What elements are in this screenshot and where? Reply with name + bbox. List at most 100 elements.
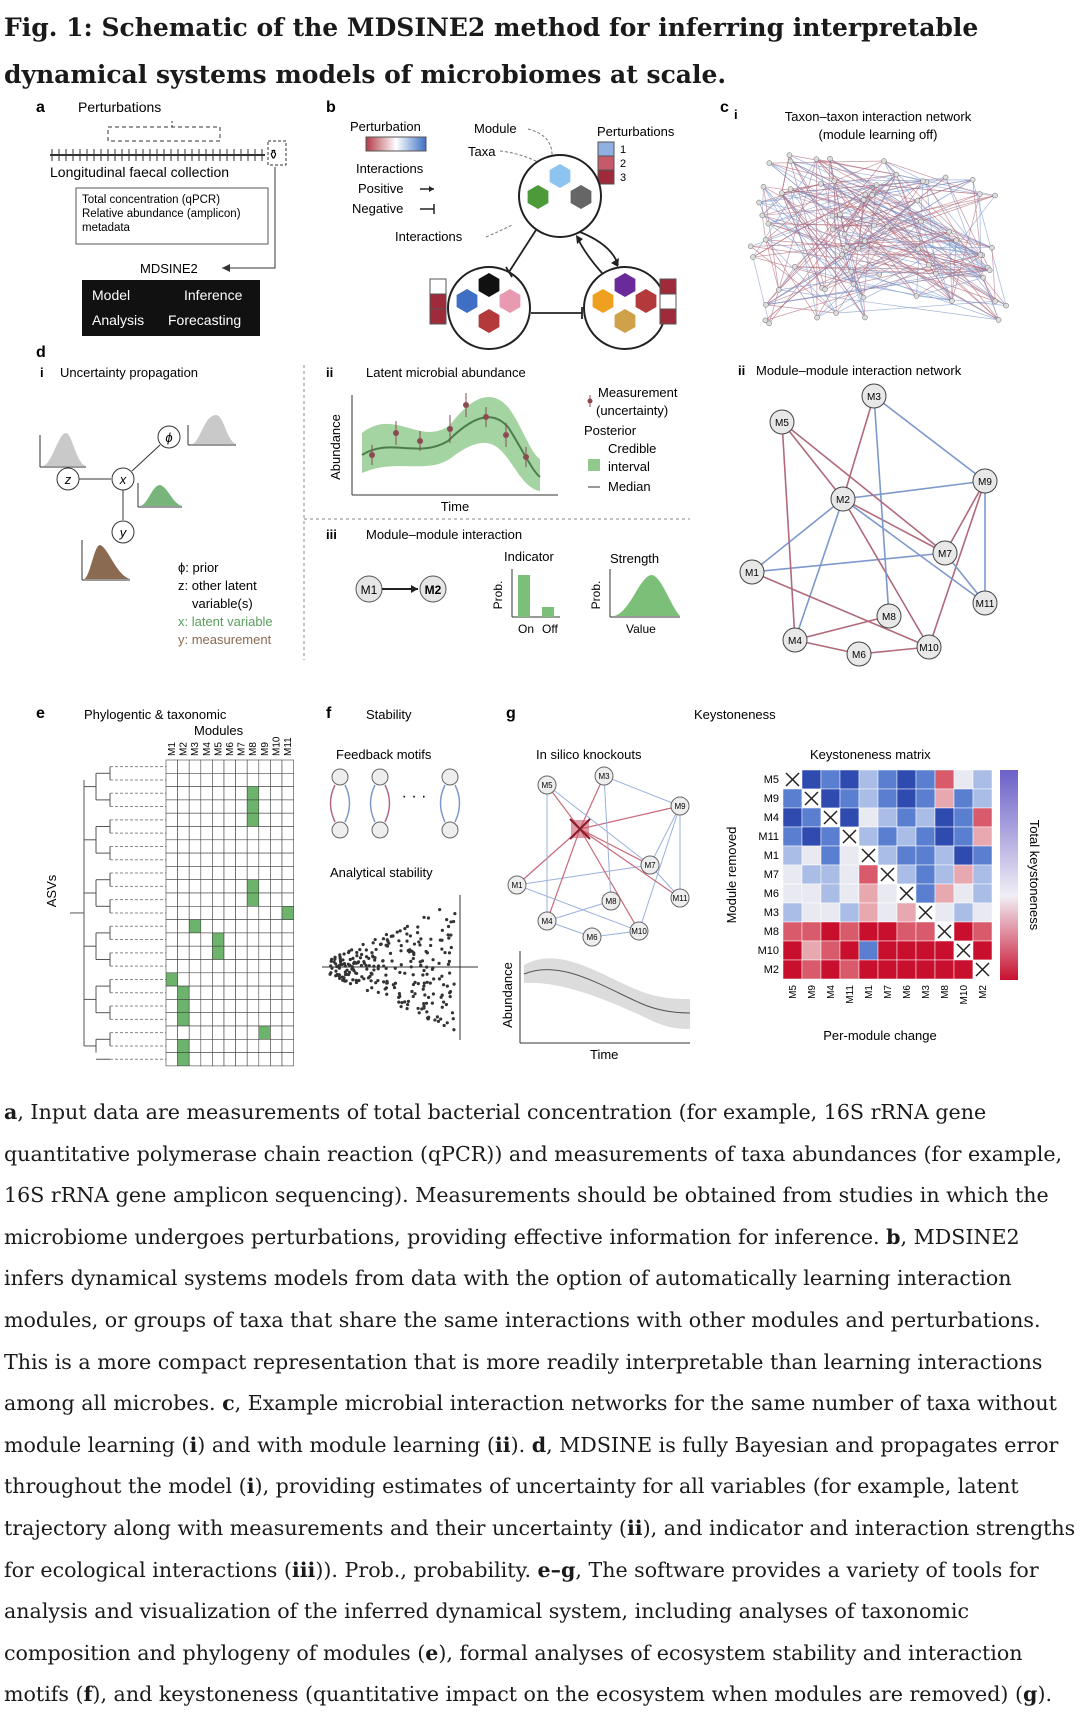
f-eigenvalue-point xyxy=(389,952,392,955)
c-taxon-node xyxy=(920,179,925,184)
e-grid-cell xyxy=(224,946,236,959)
e-grid-cell xyxy=(224,973,236,986)
f-eigenvalue-point xyxy=(447,963,450,966)
d-i-title: Uncertainty propagation xyxy=(60,365,198,380)
g-matrix-cell xyxy=(878,922,897,941)
e-grid-cell xyxy=(166,999,178,1012)
e-grid-cell xyxy=(270,906,282,919)
f-eigenvalue-point xyxy=(357,960,360,963)
g-matrix-cell xyxy=(935,884,954,903)
c-roman-ii: ii xyxy=(738,363,745,378)
e-grid-cell xyxy=(212,920,224,933)
e-grid-cell xyxy=(282,760,294,773)
e-grid-cell xyxy=(282,893,294,906)
g-matrix-cell xyxy=(840,808,859,827)
e-grid-cell xyxy=(201,773,213,786)
e-grid-cell xyxy=(270,1039,282,1052)
d-roman-ii: ii xyxy=(326,365,333,380)
e-grid-cell xyxy=(247,986,259,999)
d-measurement-point xyxy=(523,454,529,460)
e-grid-cell xyxy=(282,973,294,986)
g-matrix-cell xyxy=(916,865,935,884)
f-eigenvalue-point xyxy=(419,960,422,963)
f-eigenvalue-point xyxy=(334,974,337,977)
e-grid-cell xyxy=(189,813,201,826)
e-grid-cell xyxy=(236,893,248,906)
f-eigenvalue-point xyxy=(441,1006,444,1009)
c-taxon-node xyxy=(877,272,882,277)
e-grid-cell xyxy=(212,933,224,946)
g-matrix-cell xyxy=(897,922,916,941)
f-eigenvalue-point xyxy=(425,1002,428,1005)
f-eigenvalue-point xyxy=(407,1000,410,1003)
g-per-module-label: Per-module change xyxy=(823,1028,936,1043)
e-grid-cell xyxy=(270,813,282,826)
e-grid-cell xyxy=(236,1053,248,1066)
e-grid-cell xyxy=(189,906,201,919)
e-grid-cell xyxy=(224,787,236,800)
e-grid-cell xyxy=(236,1013,248,1026)
e-grid-cell xyxy=(236,973,248,986)
d-x-label: x xyxy=(119,472,127,487)
b-edge-top-left xyxy=(509,230,536,272)
g-matrix-cell xyxy=(935,808,954,827)
e-grid-cell xyxy=(282,933,294,946)
g-matrix-cell xyxy=(916,922,935,941)
a-inference-label: Inference xyxy=(184,287,243,303)
f-eigenvalue-point xyxy=(431,966,434,969)
e-grid-cell xyxy=(247,773,259,786)
c-taxon-edge xyxy=(759,203,768,224)
e-grid-cell xyxy=(259,1039,271,1052)
g-matrix-cell xyxy=(821,846,840,865)
g-row-label: M11 xyxy=(758,831,779,843)
a-perturbations-label: Perturbations xyxy=(78,99,161,115)
g-matrix-cell xyxy=(821,884,840,903)
c-taxon-node xyxy=(862,239,867,244)
f-eigenvalue-point xyxy=(452,1017,455,1020)
g-matrix-cell xyxy=(859,903,878,922)
f-eigenvalue-point xyxy=(358,948,361,951)
c-taxon-node xyxy=(792,264,797,269)
c-module-edge xyxy=(795,499,843,640)
c-taxon-node xyxy=(874,182,879,187)
f-eigenvalue-point xyxy=(370,951,373,954)
f-eigenvalue-point xyxy=(365,948,368,951)
c-taxon-node xyxy=(815,315,820,320)
g-knockout-label: M5 xyxy=(541,781,553,790)
e-grid-cell xyxy=(189,787,201,800)
e-grid-cell xyxy=(259,933,271,946)
g-knockout-label: M1 xyxy=(511,881,523,890)
e-grid-cell xyxy=(282,946,294,959)
c-module-label: M9 xyxy=(978,477,992,488)
b-edge-right-top xyxy=(578,239,602,273)
g-matrix-cell xyxy=(840,846,859,865)
d-legend-credible-swatch xyxy=(588,459,600,471)
e-grid-cell xyxy=(212,973,224,986)
c-taxon-node xyxy=(840,252,845,257)
g-row-label: M8 xyxy=(764,926,779,938)
d-credible-interval xyxy=(362,397,540,491)
e-grid-cell xyxy=(212,787,224,800)
a-box-line-1: Total concentration (qPCR) xyxy=(82,194,220,206)
f-eigenvalue-point xyxy=(377,967,380,970)
e-grid-cell xyxy=(178,973,190,986)
c-taxon-node xyxy=(989,245,994,250)
e-grid-cell xyxy=(201,893,213,906)
c-taxon-edge xyxy=(762,215,765,239)
g-matrix-cell xyxy=(859,770,878,789)
f-eigenvalue-point xyxy=(372,968,375,971)
f-eigenvalue-point xyxy=(342,952,345,955)
f-eigenvalue-point xyxy=(355,954,358,957)
g-column-label: M10 xyxy=(959,985,970,1005)
figure-schematic: a Perturbations ⚱ Longitudinal faecal co… xyxy=(0,95,1080,1095)
e-grid-cell xyxy=(178,946,190,959)
f-eigenvalue-point xyxy=(412,951,415,954)
e-grid-cell xyxy=(270,760,282,773)
f-motif-edge xyxy=(455,785,460,822)
g-matrix-cell xyxy=(973,922,992,941)
d-ii-legend-credible: Credible xyxy=(608,441,656,456)
f-eigenvalue-point xyxy=(405,940,408,943)
g-matrix-cell xyxy=(973,941,992,960)
e-grid-cell xyxy=(236,933,248,946)
